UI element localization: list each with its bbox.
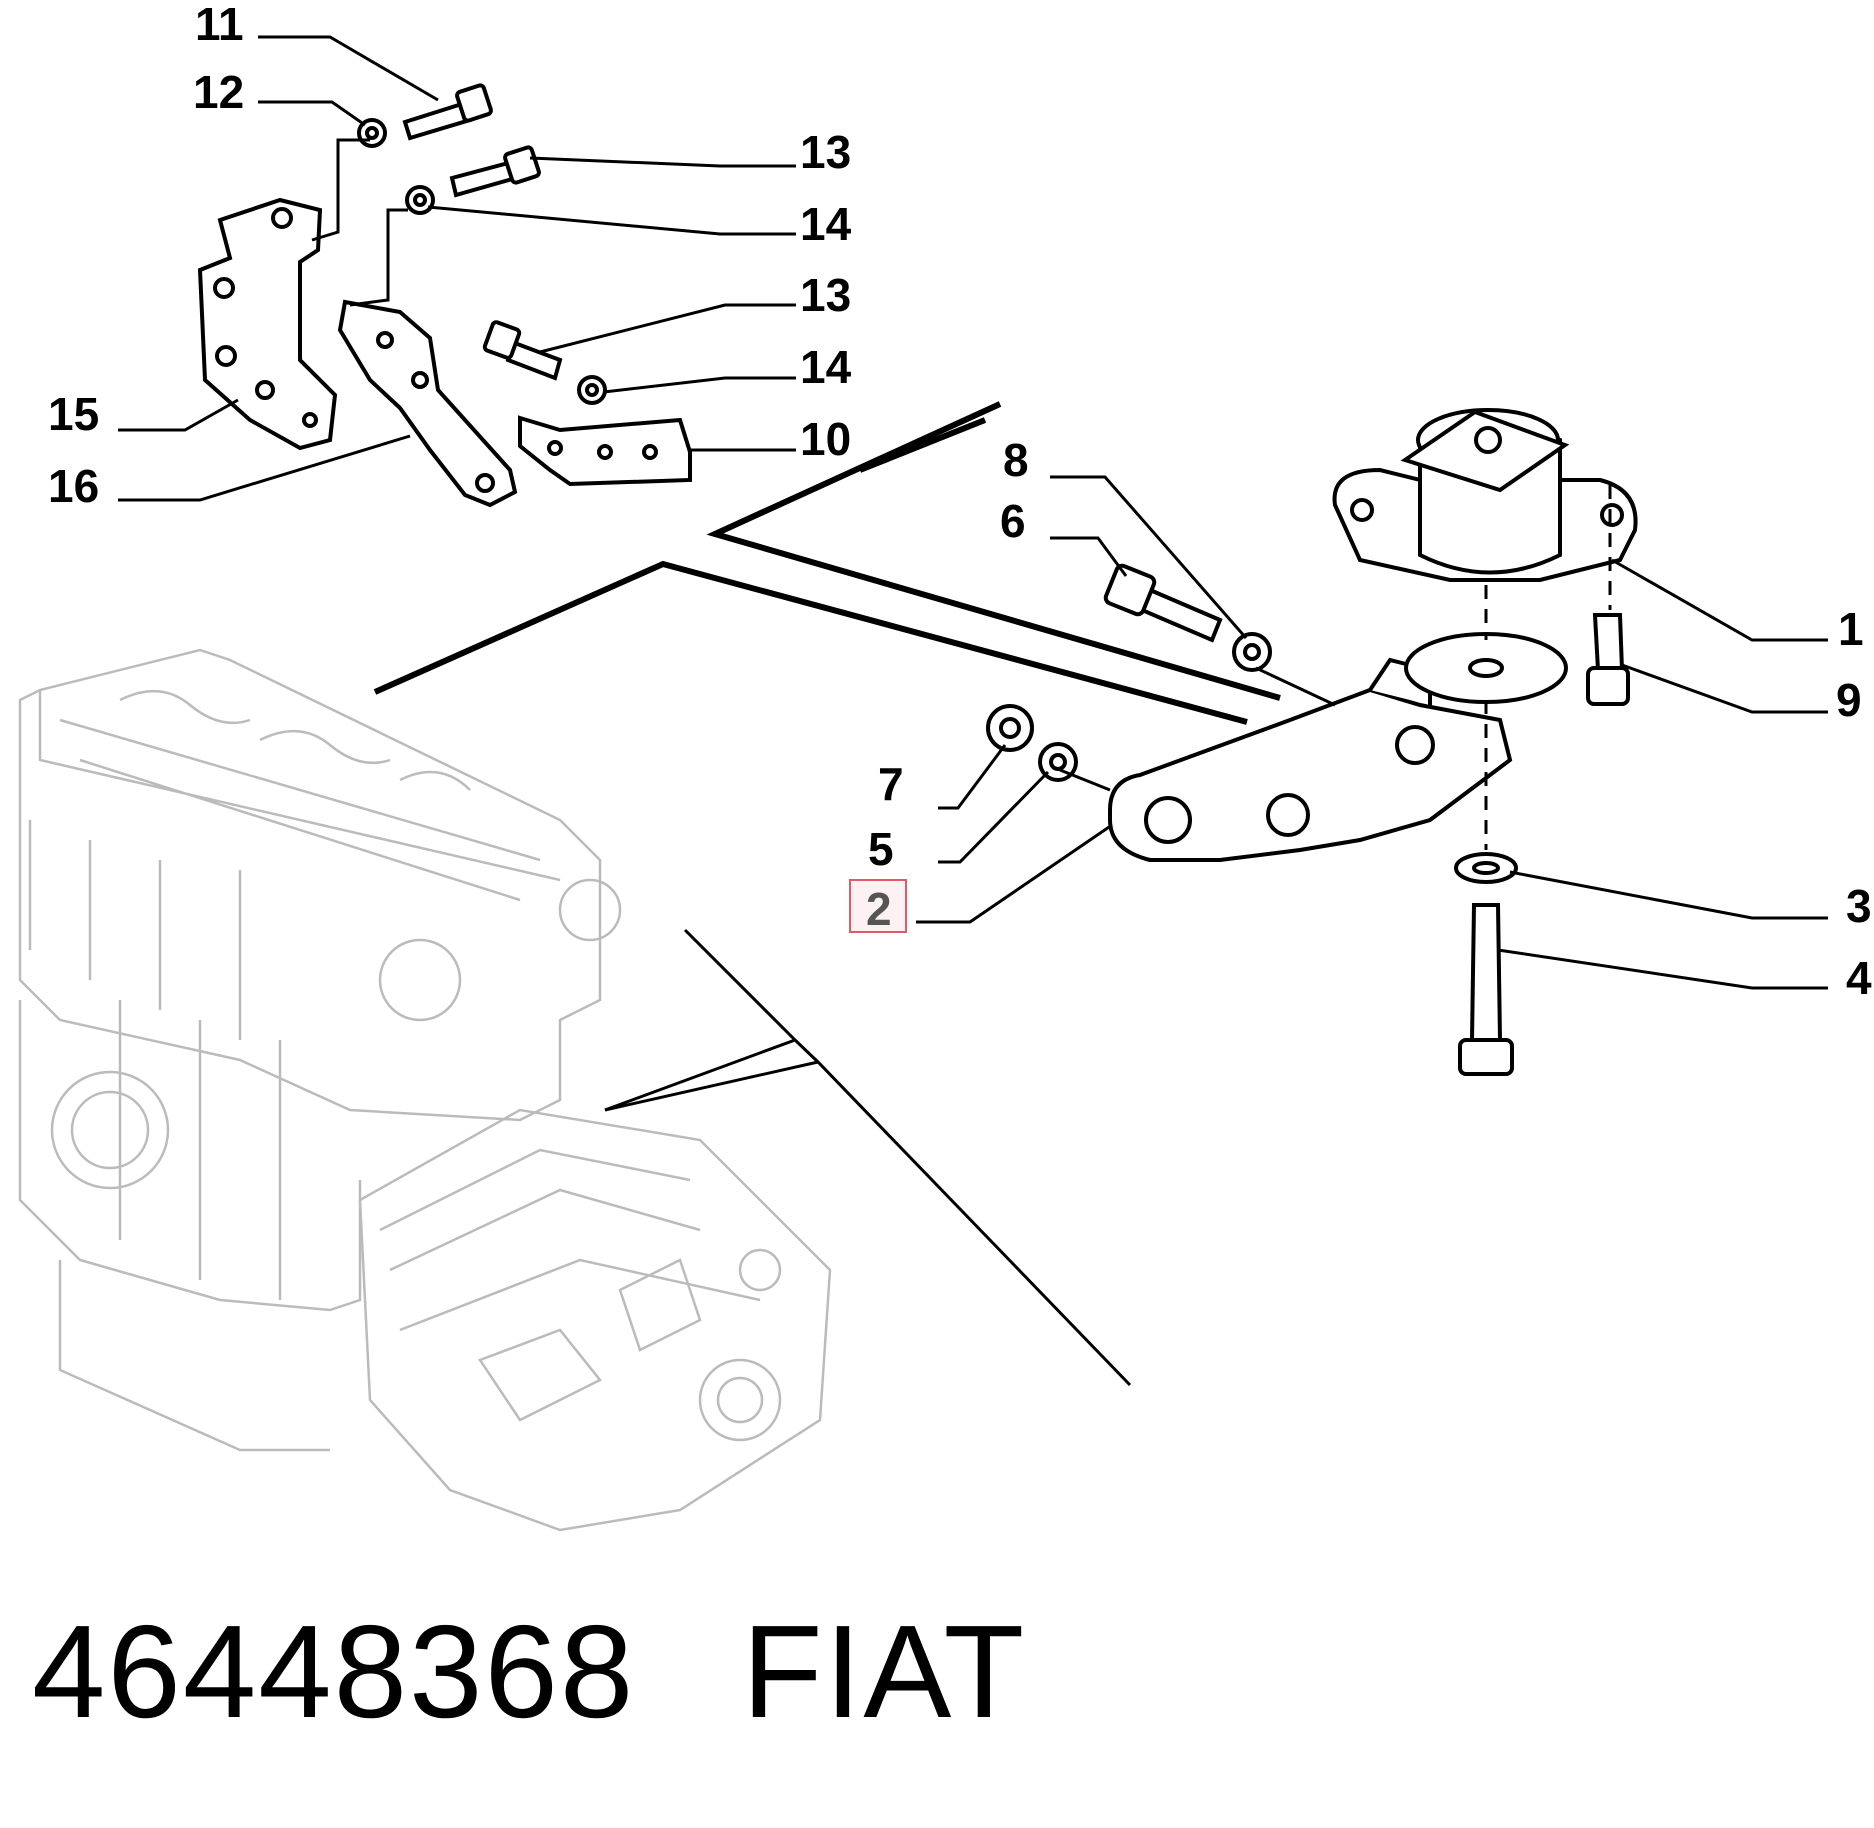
bolt-13-upper bbox=[449, 145, 541, 198]
callout-12: 12 bbox=[193, 66, 244, 118]
brand-name: FIAT bbox=[742, 1598, 1027, 1745]
pointer-lines bbox=[373, 401, 1281, 1387]
callout-13-lower: 13 bbox=[800, 269, 851, 321]
callout-16: 16 bbox=[48, 460, 99, 512]
washer-14-upper bbox=[405, 185, 435, 215]
callout-1: 1 bbox=[1838, 603, 1864, 655]
callout-2-highlight-box bbox=[849, 879, 907, 933]
callout-7: 7 bbox=[878, 758, 904, 810]
callout-labels: 11 12 13 14 13 14 10 15 16 8 6 1 9 7 5 2… bbox=[48, 0, 1872, 1004]
callout-10: 10 bbox=[800, 413, 851, 465]
nut-7 bbox=[986, 704, 1034, 752]
callout-14-lower: 14 bbox=[800, 341, 852, 393]
bracket-10 bbox=[518, 415, 692, 487]
callout-3: 3 bbox=[1846, 880, 1872, 932]
washer-5 bbox=[1038, 742, 1078, 782]
callout-14-upper: 14 bbox=[800, 198, 852, 250]
bolt-4 bbox=[1458, 903, 1514, 1076]
callout-8: 8 bbox=[1003, 434, 1029, 486]
bracket-15 bbox=[197, 197, 338, 451]
callout-13-upper: 13 bbox=[800, 126, 851, 178]
washer-8 bbox=[1232, 632, 1272, 672]
part-number: 46448368 bbox=[32, 1598, 636, 1745]
engine-gearbox-drawing bbox=[18, 648, 832, 1532]
center-axes bbox=[1484, 485, 1612, 850]
callout-11: 11 bbox=[195, 0, 244, 50]
washer-14-lower bbox=[577, 375, 607, 405]
callout-15: 15 bbox=[48, 388, 99, 440]
callout-2: 2 bbox=[866, 883, 892, 935]
leader-lines bbox=[118, 35, 1828, 990]
bolt-11 bbox=[402, 83, 493, 141]
bracket-2 bbox=[1108, 632, 1568, 862]
bolt-13-lower bbox=[482, 320, 563, 381]
washer-3 bbox=[1454, 852, 1518, 884]
bracket-16 bbox=[337, 299, 518, 508]
callout-4: 4 bbox=[1846, 952, 1872, 1004]
bolt-9 bbox=[1586, 613, 1630, 706]
engine-mount-1 bbox=[1332, 408, 1638, 582]
bolt-6 bbox=[1103, 563, 1223, 643]
callout-5: 5 bbox=[868, 823, 894, 875]
callout-9: 9 bbox=[1836, 674, 1862, 726]
callout-6: 6 bbox=[1000, 495, 1026, 547]
